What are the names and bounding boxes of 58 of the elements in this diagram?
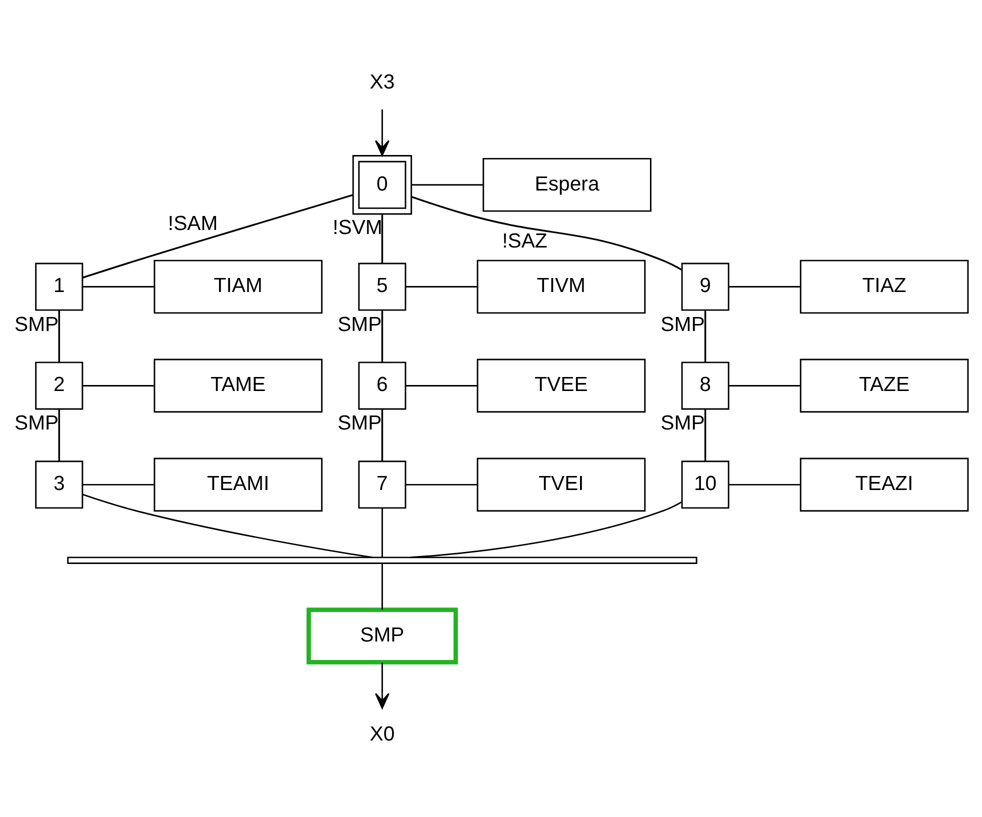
connector: [410, 500, 682, 558]
node-box: 1: [35, 262, 84, 310]
node-box: TVEI: [476, 457, 646, 512]
node-box: 7: [358, 460, 406, 508]
connector: [381, 507, 383, 557]
node-box: TIVM: [476, 259, 646, 314]
node-box: 2: [35, 361, 84, 410]
node-box: 6: [358, 361, 406, 410]
connector: [729, 286, 800, 287]
edge-label: SMP: [14, 313, 59, 336]
arrow: [374, 662, 390, 708]
node-text: X3: [370, 70, 395, 93]
connector: [82, 286, 154, 287]
connector: [381, 310, 384, 362]
node-box: TIAZ: [800, 259, 969, 314]
node-box: Espera: [482, 157, 652, 212]
node-bar: [67, 556, 698, 564]
connector: [406, 483, 477, 485]
node-box: 8: [681, 361, 730, 410]
node-text: X0: [370, 722, 395, 745]
edge-label: SMP: [338, 313, 382, 336]
edge-label: SMP: [660, 313, 705, 336]
connector: [729, 384, 800, 386]
connector: [82, 384, 154, 386]
connector: [58, 310, 60, 362]
connector: [406, 286, 477, 287]
edge-label: SMP: [660, 412, 705, 434]
connector: [411, 196, 682, 270]
connector: [729, 483, 800, 485]
connector: [58, 408, 60, 461]
node-box: 3: [35, 460, 84, 508]
connector: [381, 563, 383, 610]
node-box: TAME: [154, 358, 323, 412]
connector: [704, 408, 706, 461]
connector: [412, 184, 483, 186]
connector: [381, 408, 384, 461]
connector: [82, 194, 354, 278]
node-box: 9: [681, 262, 730, 310]
node-box: 10: [681, 460, 730, 508]
edge-label: !SAM: [168, 212, 218, 235]
edge-label: !SVM: [332, 216, 382, 238]
edge-label: SMP: [338, 412, 382, 434]
arrow: [374, 108, 390, 156]
connector: [406, 384, 477, 386]
connector: [704, 310, 706, 362]
node-box: TIAM: [154, 259, 323, 314]
node-box: TEAMI: [154, 457, 323, 512]
node-box: TAZE: [800, 358, 969, 412]
node-box: TEAZI: [800, 457, 969, 512]
connector: [82, 483, 154, 485]
connector: [82, 493, 372, 558]
edge-label: SMP: [14, 412, 59, 434]
node-box: 5: [358, 262, 406, 310]
node-box: 0: [352, 154, 412, 214]
connector: [381, 214, 384, 263]
edge-label: !SAZ: [502, 230, 548, 252]
node-box: TVEE: [476, 358, 646, 412]
node-box: SMP: [306, 607, 458, 664]
